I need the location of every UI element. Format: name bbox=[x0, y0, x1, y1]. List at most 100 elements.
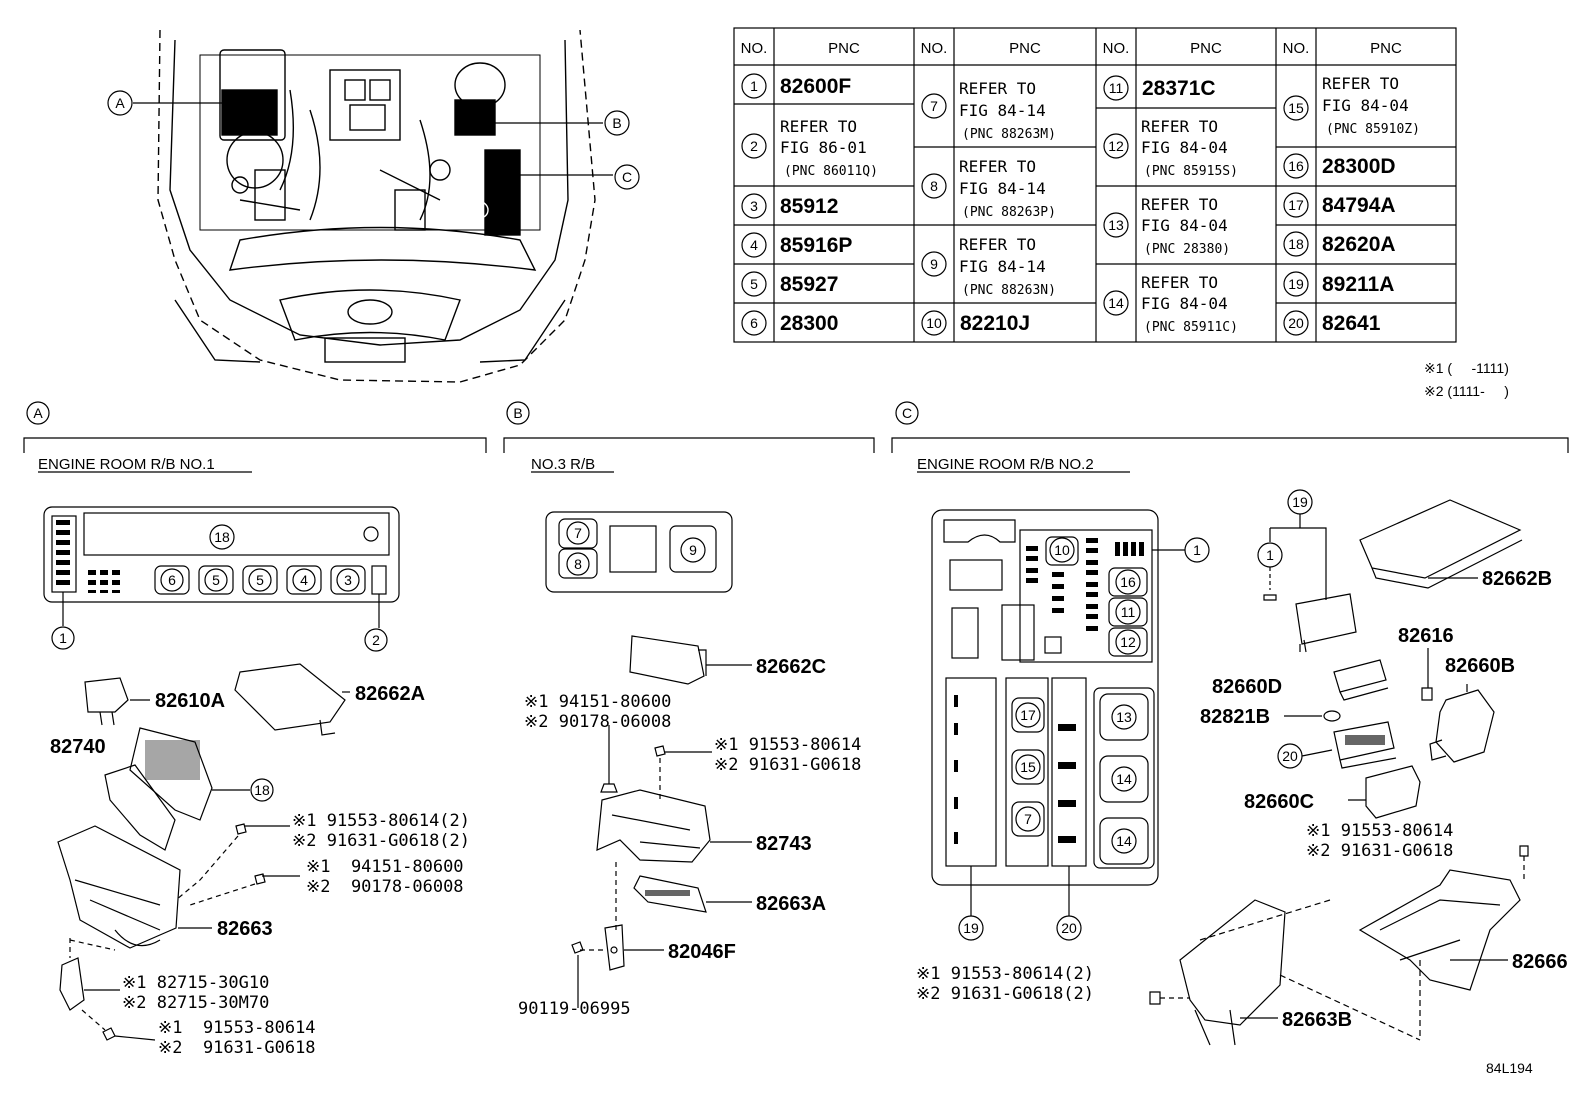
table-row-12-line3: (PNC 85915S) bbox=[1144, 164, 1238, 179]
part-82616: 82616 bbox=[1398, 625, 1454, 647]
part-82663: 82663 bbox=[217, 918, 273, 940]
part-82046F: 82046F bbox=[668, 941, 736, 963]
table-number-circles bbox=[741, 73, 1309, 336]
b-pos-7: 7 bbox=[574, 525, 582, 541]
a-pos-18: 18 bbox=[214, 529, 230, 545]
table-row-6-no: 6 bbox=[750, 315, 758, 331]
engine-bay-overview bbox=[157, 29, 596, 383]
c-bolt-1: ※1 91553-80614 bbox=[1306, 821, 1453, 841]
table-row-14-line1: REFER TO bbox=[1141, 273, 1218, 292]
part-82660C: 82660C bbox=[1244, 791, 1314, 813]
table-row-2-line3: (PNC 86011Q) bbox=[784, 164, 878, 179]
table-row-2-no: 2 bbox=[750, 138, 758, 154]
a-screw-2: ※2 91631-G0618 bbox=[158, 1038, 316, 1058]
section-b-parts bbox=[571, 635, 752, 1008]
table-row-14-no: 14 bbox=[1108, 295, 1124, 311]
a-nut-2: ※2 90178-06008 bbox=[306, 877, 464, 897]
part-82662B: 82662B bbox=[1482, 568, 1552, 590]
c-pos-11: 11 bbox=[1121, 604, 1136, 620]
table-row-10-no: 10 bbox=[926, 315, 942, 331]
c-pos-19: 19 bbox=[963, 920, 979, 936]
table-row-15-line2: FIG 84-04 bbox=[1322, 96, 1409, 115]
section-b-title: NO.3 R/B bbox=[531, 456, 595, 473]
c-pos-7: 7 bbox=[1024, 811, 1032, 827]
table-row-16-pnc: 28300D bbox=[1322, 155, 1396, 178]
table-row-12-line1: REFER TO bbox=[1141, 117, 1218, 136]
table-row-9-line2: FIG 84-14 bbox=[959, 257, 1046, 276]
table-row-14-line2: FIG 84-04 bbox=[1141, 294, 1228, 313]
section-c-title: ENGINE ROOM R/B NO.2 bbox=[917, 456, 1094, 473]
table-row-8-line2: FIG 84-14 bbox=[959, 179, 1046, 198]
table-row-9-line1: REFER TO bbox=[959, 235, 1036, 254]
a-clip-1: ※1 82715-30G10 bbox=[122, 973, 269, 993]
relay-block-no1 bbox=[43, 506, 400, 652]
c-bolt-2: ※2 91631-G0618 bbox=[1306, 841, 1453, 861]
c-pos-1: 1 bbox=[1193, 542, 1201, 558]
callout-b-circle bbox=[604, 110, 630, 136]
table-header-pnc-2: PNC bbox=[1009, 40, 1041, 57]
c-pos-17: 17 bbox=[1020, 707, 1036, 723]
c-pos-19-exploded: 19 bbox=[1292, 494, 1308, 510]
section-brackets bbox=[23, 401, 1569, 473]
a-bolt-1: ※1 91553-80614(2) bbox=[292, 811, 470, 831]
table-row-11-no: 11 bbox=[1109, 80, 1124, 96]
c-pos-14b: 14 bbox=[1116, 833, 1132, 849]
part-82666: 82666 bbox=[1512, 951, 1568, 973]
a-nut-1: ※1 94151-80600 bbox=[306, 857, 464, 877]
part-82743: 82743 bbox=[756, 833, 812, 855]
b-bolt-2: ※2 91631-G0618 bbox=[714, 755, 861, 775]
table-row-1-pnc: 82600F bbox=[780, 75, 851, 98]
a-pos-3: 3 bbox=[344, 572, 352, 588]
b-pos-9: 9 bbox=[689, 542, 697, 558]
c-pos-15: 15 bbox=[1020, 759, 1036, 775]
c-pos-12: 12 bbox=[1120, 634, 1136, 650]
table-row-2-line1: REFER TO bbox=[780, 117, 857, 136]
table-row-9-line3: (PNC 88263N) bbox=[962, 283, 1056, 298]
table-row-7-line3: (PNC 88263M) bbox=[962, 127, 1056, 142]
table-row-11-pnc: 28371C bbox=[1142, 77, 1216, 100]
table-row-3-pnc: 85912 bbox=[780, 195, 838, 218]
note-1: ※1 ( -1111) bbox=[1424, 360, 1509, 376]
table-row-12-no: 12 bbox=[1108, 138, 1124, 154]
table-row-4-no: 4 bbox=[750, 237, 758, 253]
table-header-no-1: NO. bbox=[741, 40, 768, 57]
a-screw-1: ※1 91553-80614 bbox=[158, 1018, 316, 1038]
table-row-13-line3: (PNC 28380) bbox=[1144, 242, 1230, 257]
table-row-13-no: 13 bbox=[1108, 217, 1124, 233]
part-82821B: 82821B bbox=[1200, 706, 1270, 728]
table-header-pnc-4: PNC bbox=[1370, 40, 1402, 57]
table-row-7-line1: REFER TO bbox=[959, 79, 1036, 98]
table-header-pnc-3: PNC bbox=[1190, 40, 1222, 57]
c-bolt-4: ※2 91631-G0618(2) bbox=[916, 984, 1094, 1004]
figure-id: 84L194 bbox=[1486, 1060, 1533, 1076]
part-82740: 82740 bbox=[50, 736, 106, 758]
callout-b-label: B bbox=[612, 115, 621, 131]
section-c-letter: C bbox=[902, 405, 912, 421]
part-82660B: 82660B bbox=[1445, 655, 1515, 677]
part-82663A: 82663A bbox=[756, 893, 826, 915]
a-pos-1: 1 bbox=[59, 630, 67, 646]
table-row-17-no: 17 bbox=[1288, 197, 1304, 213]
table-row-12-line2: FIG 84-04 bbox=[1141, 138, 1228, 157]
c-pos-14a: 14 bbox=[1116, 771, 1132, 787]
c-pos-16: 16 bbox=[1120, 574, 1136, 590]
table-row-15-line3: (PNC 85910Z) bbox=[1326, 122, 1420, 137]
callout-a-circle bbox=[107, 90, 133, 116]
a-clip-2: ※2 82715-30M70 bbox=[122, 993, 269, 1013]
table-row-8-line3: (PNC 88263P) bbox=[962, 205, 1056, 220]
pnc-table bbox=[733, 27, 1457, 343]
a-pos-18-exploded: 18 bbox=[254, 782, 270, 798]
b-bolt-1: ※1 91553-80614 bbox=[714, 735, 861, 755]
part-82610A: 82610A bbox=[155, 690, 225, 712]
table-row-18-pnc: 82620A bbox=[1322, 233, 1396, 256]
table-row-5-pnc: 85927 bbox=[780, 273, 838, 296]
a-pos-6: 6 bbox=[168, 572, 176, 588]
table-row-8-line1: REFER TO bbox=[959, 157, 1036, 176]
section-b-letter: B bbox=[513, 405, 522, 421]
table-row-5-no: 5 bbox=[750, 276, 758, 292]
table-row-9-no: 9 bbox=[930, 256, 938, 272]
c-pos-20-exploded: 20 bbox=[1282, 748, 1298, 764]
callout-a-label: A bbox=[115, 95, 125, 111]
b-nut-1: ※1 94151-80600 bbox=[524, 692, 671, 712]
table-header-pnc-1: PNC bbox=[828, 40, 860, 57]
